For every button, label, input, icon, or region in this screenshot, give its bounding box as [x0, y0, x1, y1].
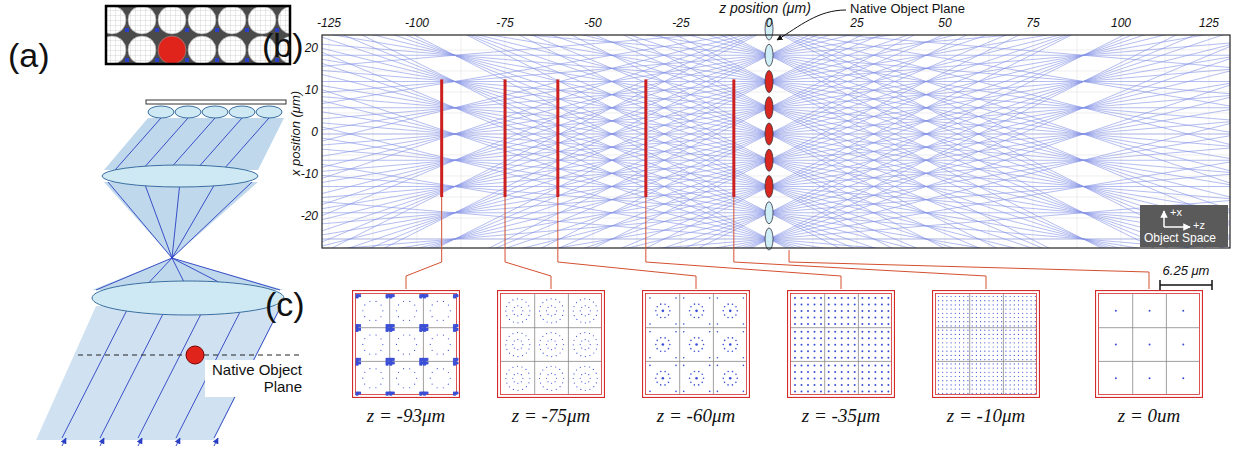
slice-caption: z = -60μm	[657, 406, 735, 427]
axis-label: 6.25 μm	[1150, 264, 1222, 279]
axis-label: z position (μm)	[690, 0, 840, 16]
tick-label: 100	[1101, 17, 1141, 31]
tick-label: -50	[573, 17, 613, 31]
tick-label: -100	[397, 17, 437, 31]
tick-label: 50	[925, 17, 965, 31]
spot-pattern	[497, 290, 605, 398]
spot-pattern	[642, 290, 750, 398]
tick-label: 25	[837, 17, 877, 31]
axis-name: +x	[1170, 206, 1182, 218]
slice-panel: z = -60μm	[642, 290, 750, 440]
tick-label: -125	[309, 17, 349, 31]
slice-caption: z = 0um	[1118, 406, 1180, 427]
tick-label: 10	[294, 84, 318, 98]
inset-title: Object Space	[1144, 232, 1216, 245]
tick-label: 0	[294, 126, 318, 140]
slice-caption: z = -93μm	[367, 406, 445, 427]
tick-label: 0	[749, 17, 789, 31]
tick-label: -75	[485, 17, 525, 31]
panel-letter: (a)	[8, 36, 50, 75]
tick-label: 125	[1189, 17, 1229, 31]
slice-panel: z = -10μm	[932, 290, 1040, 440]
spot-pattern	[1095, 290, 1203, 398]
spot-pattern	[352, 290, 460, 398]
slice-caption: z = -75μm	[512, 406, 590, 427]
ray-trace-plot	[322, 0, 1230, 449]
slice-panel: z = 0um	[1095, 290, 1203, 440]
spot-pattern	[932, 290, 1040, 398]
axis-label: Native Object Plane	[205, 360, 304, 397]
slice-panel: z = -93μm	[352, 290, 460, 440]
slice-caption: z = -10μm	[947, 406, 1025, 427]
panel-letter: (b)	[262, 26, 304, 65]
slice-panel: z = -75μm	[497, 290, 605, 440]
panel-letter: (c)	[265, 285, 305, 324]
tick-label: 75	[1013, 17, 1053, 31]
spot-pattern	[787, 290, 895, 398]
tick-label: -20	[294, 210, 318, 224]
axis-name: +z	[1193, 219, 1205, 231]
leader-line	[406, 197, 1149, 289]
axis-label: Native Object Plane	[850, 2, 965, 17]
slice-caption: z = -35μm	[802, 406, 880, 427]
tick-label: -10	[294, 168, 318, 182]
tick-label: -25	[661, 17, 701, 31]
slice-panel: z = -35μm	[787, 290, 895, 440]
tick-label: 20	[294, 42, 318, 56]
scale-bar	[1160, 280, 1212, 290]
axis-inset: +x +zObject Space	[1140, 205, 1228, 247]
axis-label: x position (μm)	[289, 63, 304, 203]
